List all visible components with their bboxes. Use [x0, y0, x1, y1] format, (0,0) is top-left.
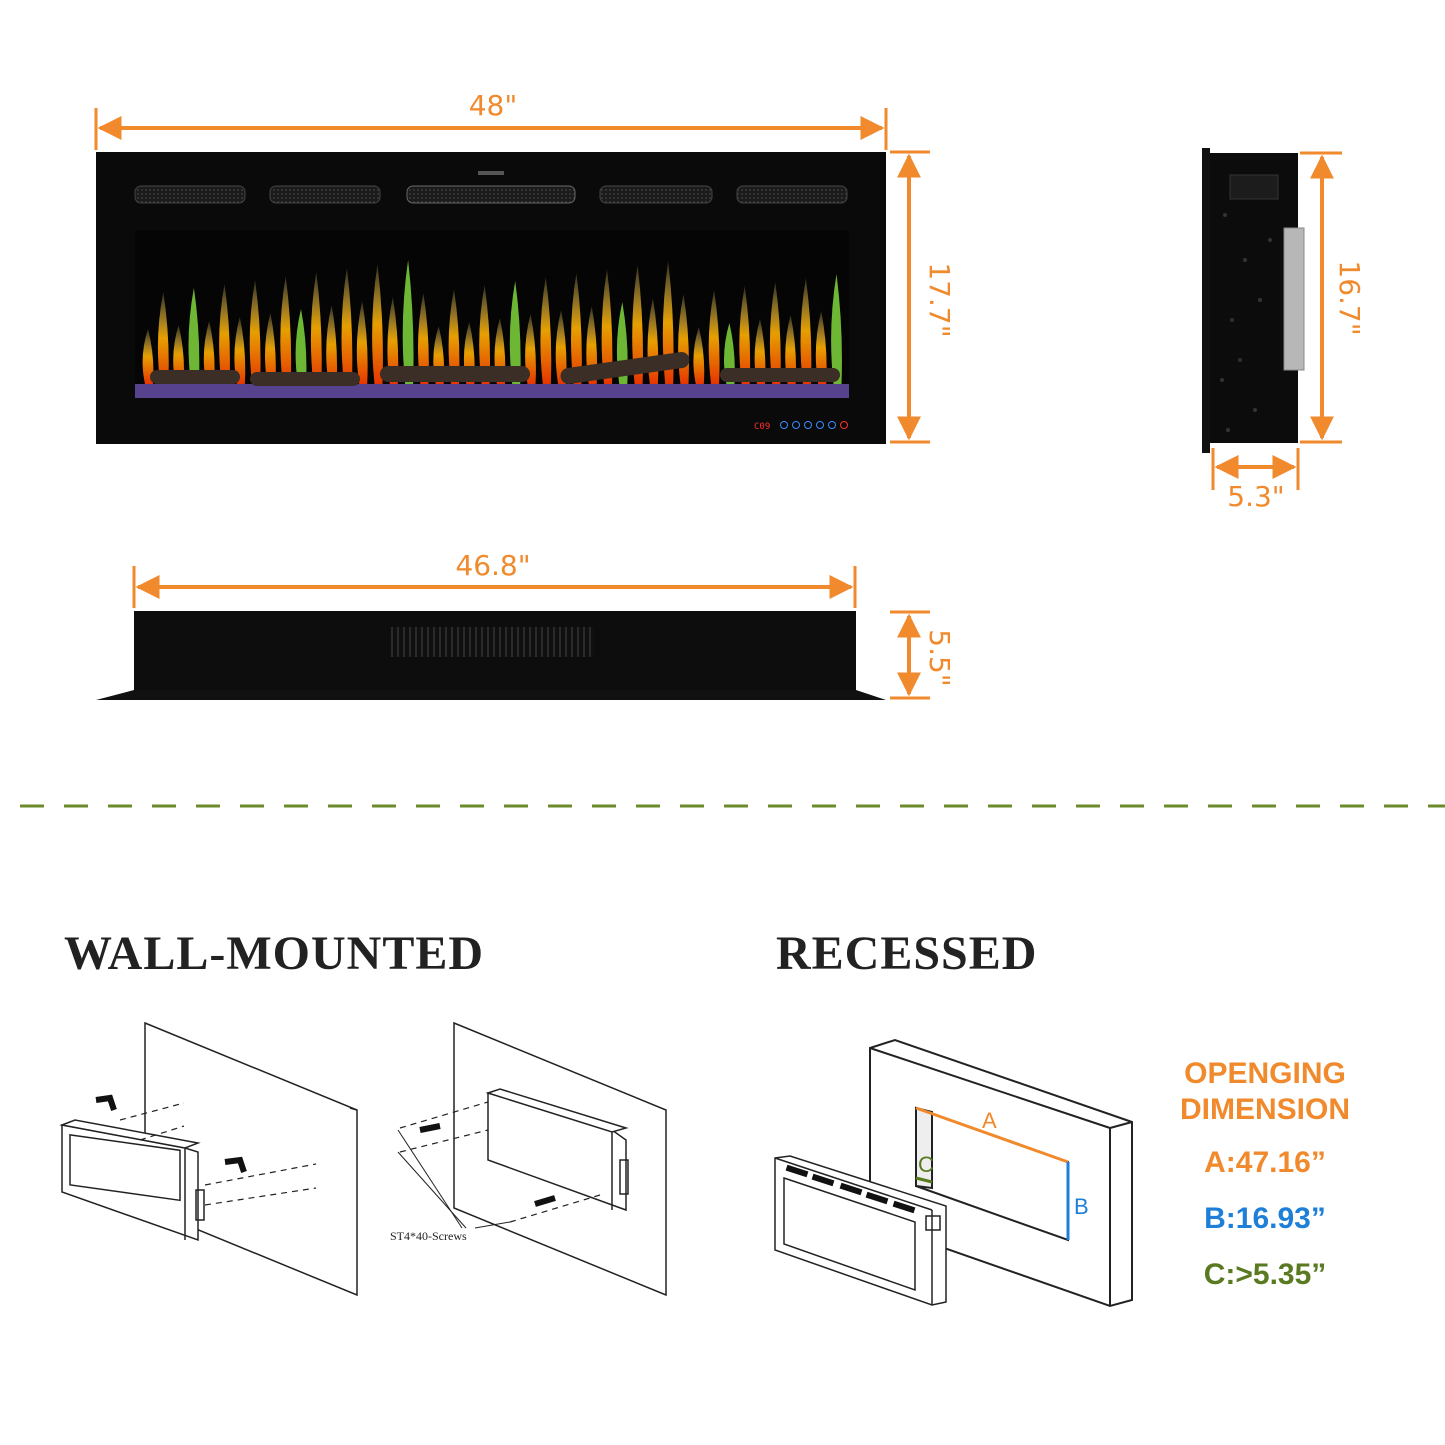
flame [402, 260, 414, 384]
flame [754, 319, 766, 384]
wall-mount-step-2 [397, 1021, 667, 1297]
top-vents [134, 171, 848, 204]
flame [234, 317, 246, 384]
bottom-vent [390, 627, 594, 657]
flame [769, 282, 781, 384]
flame [280, 276, 292, 384]
flame [249, 280, 261, 384]
flame [356, 301, 368, 384]
opening-c-value: C:>5.35” [1203, 1258, 1327, 1291]
opening-title-line2: DIMENSION [1179, 1093, 1350, 1126]
wall-mount-step-1 [59, 1021, 358, 1297]
wall-mounted-title: WALL-MOUNTED [64, 927, 485, 980]
flame [372, 264, 383, 384]
mounting-bracket [1283, 227, 1305, 371]
opening-b-value: B:16.93” [1204, 1202, 1326, 1235]
side-depth-label: 5.3" [1227, 480, 1284, 513]
flame [662, 261, 674, 384]
flame [831, 274, 842, 384]
side-holes [1220, 213, 1272, 432]
opening-a-line [915, 1106, 1069, 1164]
flame [173, 325, 185, 384]
flame [142, 329, 154, 384]
flame [188, 288, 200, 384]
flame [341, 268, 353, 384]
flame [310, 272, 322, 384]
flame [509, 281, 521, 384]
side-body [1210, 153, 1298, 443]
flame [540, 277, 552, 384]
opening-title: OPENGING DIMENSION [1160, 1056, 1370, 1128]
label-c: C [918, 1152, 934, 1177]
flame [815, 311, 827, 384]
flame [203, 321, 215, 384]
label-a: A [982, 1108, 997, 1133]
flame [418, 293, 429, 384]
bottom-flange [96, 690, 886, 700]
front-view: C09 48" 17.7" [94, 89, 956, 444]
flame [265, 313, 276, 384]
screw-label: ST4*40-Screws [390, 1229, 467, 1243]
flame [295, 309, 307, 384]
label-b: B [1074, 1194, 1089, 1219]
recessed-title: RECESSED [776, 927, 1038, 980]
opening-title-line1: OPENGING [1184, 1057, 1346, 1090]
recessed-fireplace [774, 1155, 947, 1306]
opening-a-value: A:47.16” [1204, 1146, 1326, 1179]
side-view: 16.7" 5.3" [1202, 148, 1366, 513]
flame [800, 278, 812, 384]
flame [479, 285, 491, 384]
bottom-width-label: 46.8" [455, 549, 530, 582]
flame [571, 273, 582, 384]
flame [525, 314, 536, 384]
control-panel: C09 [754, 421, 848, 432]
flame [739, 286, 751, 384]
power-icon [840, 421, 848, 429]
flame [785, 315, 797, 384]
flame [693, 327, 705, 384]
flame [387, 297, 399, 384]
bottom-view: 46.8" 5.5" [96, 549, 956, 700]
flame [157, 292, 169, 384]
flame [448, 289, 460, 384]
flame [601, 269, 613, 384]
side-handle [1229, 174, 1279, 200]
front-height-label: 17.7" [923, 262, 956, 337]
flame [708, 290, 720, 384]
side-height-label: 16.7" [1333, 260, 1366, 335]
flame [632, 265, 644, 384]
flame [326, 305, 338, 384]
side-flange [1202, 148, 1210, 453]
opening-c-line [915, 1176, 933, 1184]
flame [555, 310, 567, 384]
bottom-depth-label: 5.5" [923, 629, 956, 686]
logs [150, 352, 840, 386]
crystal-bed [135, 384, 849, 398]
flame [219, 284, 230, 384]
control-display: C09 [754, 422, 770, 432]
front-width-label: 48" [469, 89, 518, 122]
